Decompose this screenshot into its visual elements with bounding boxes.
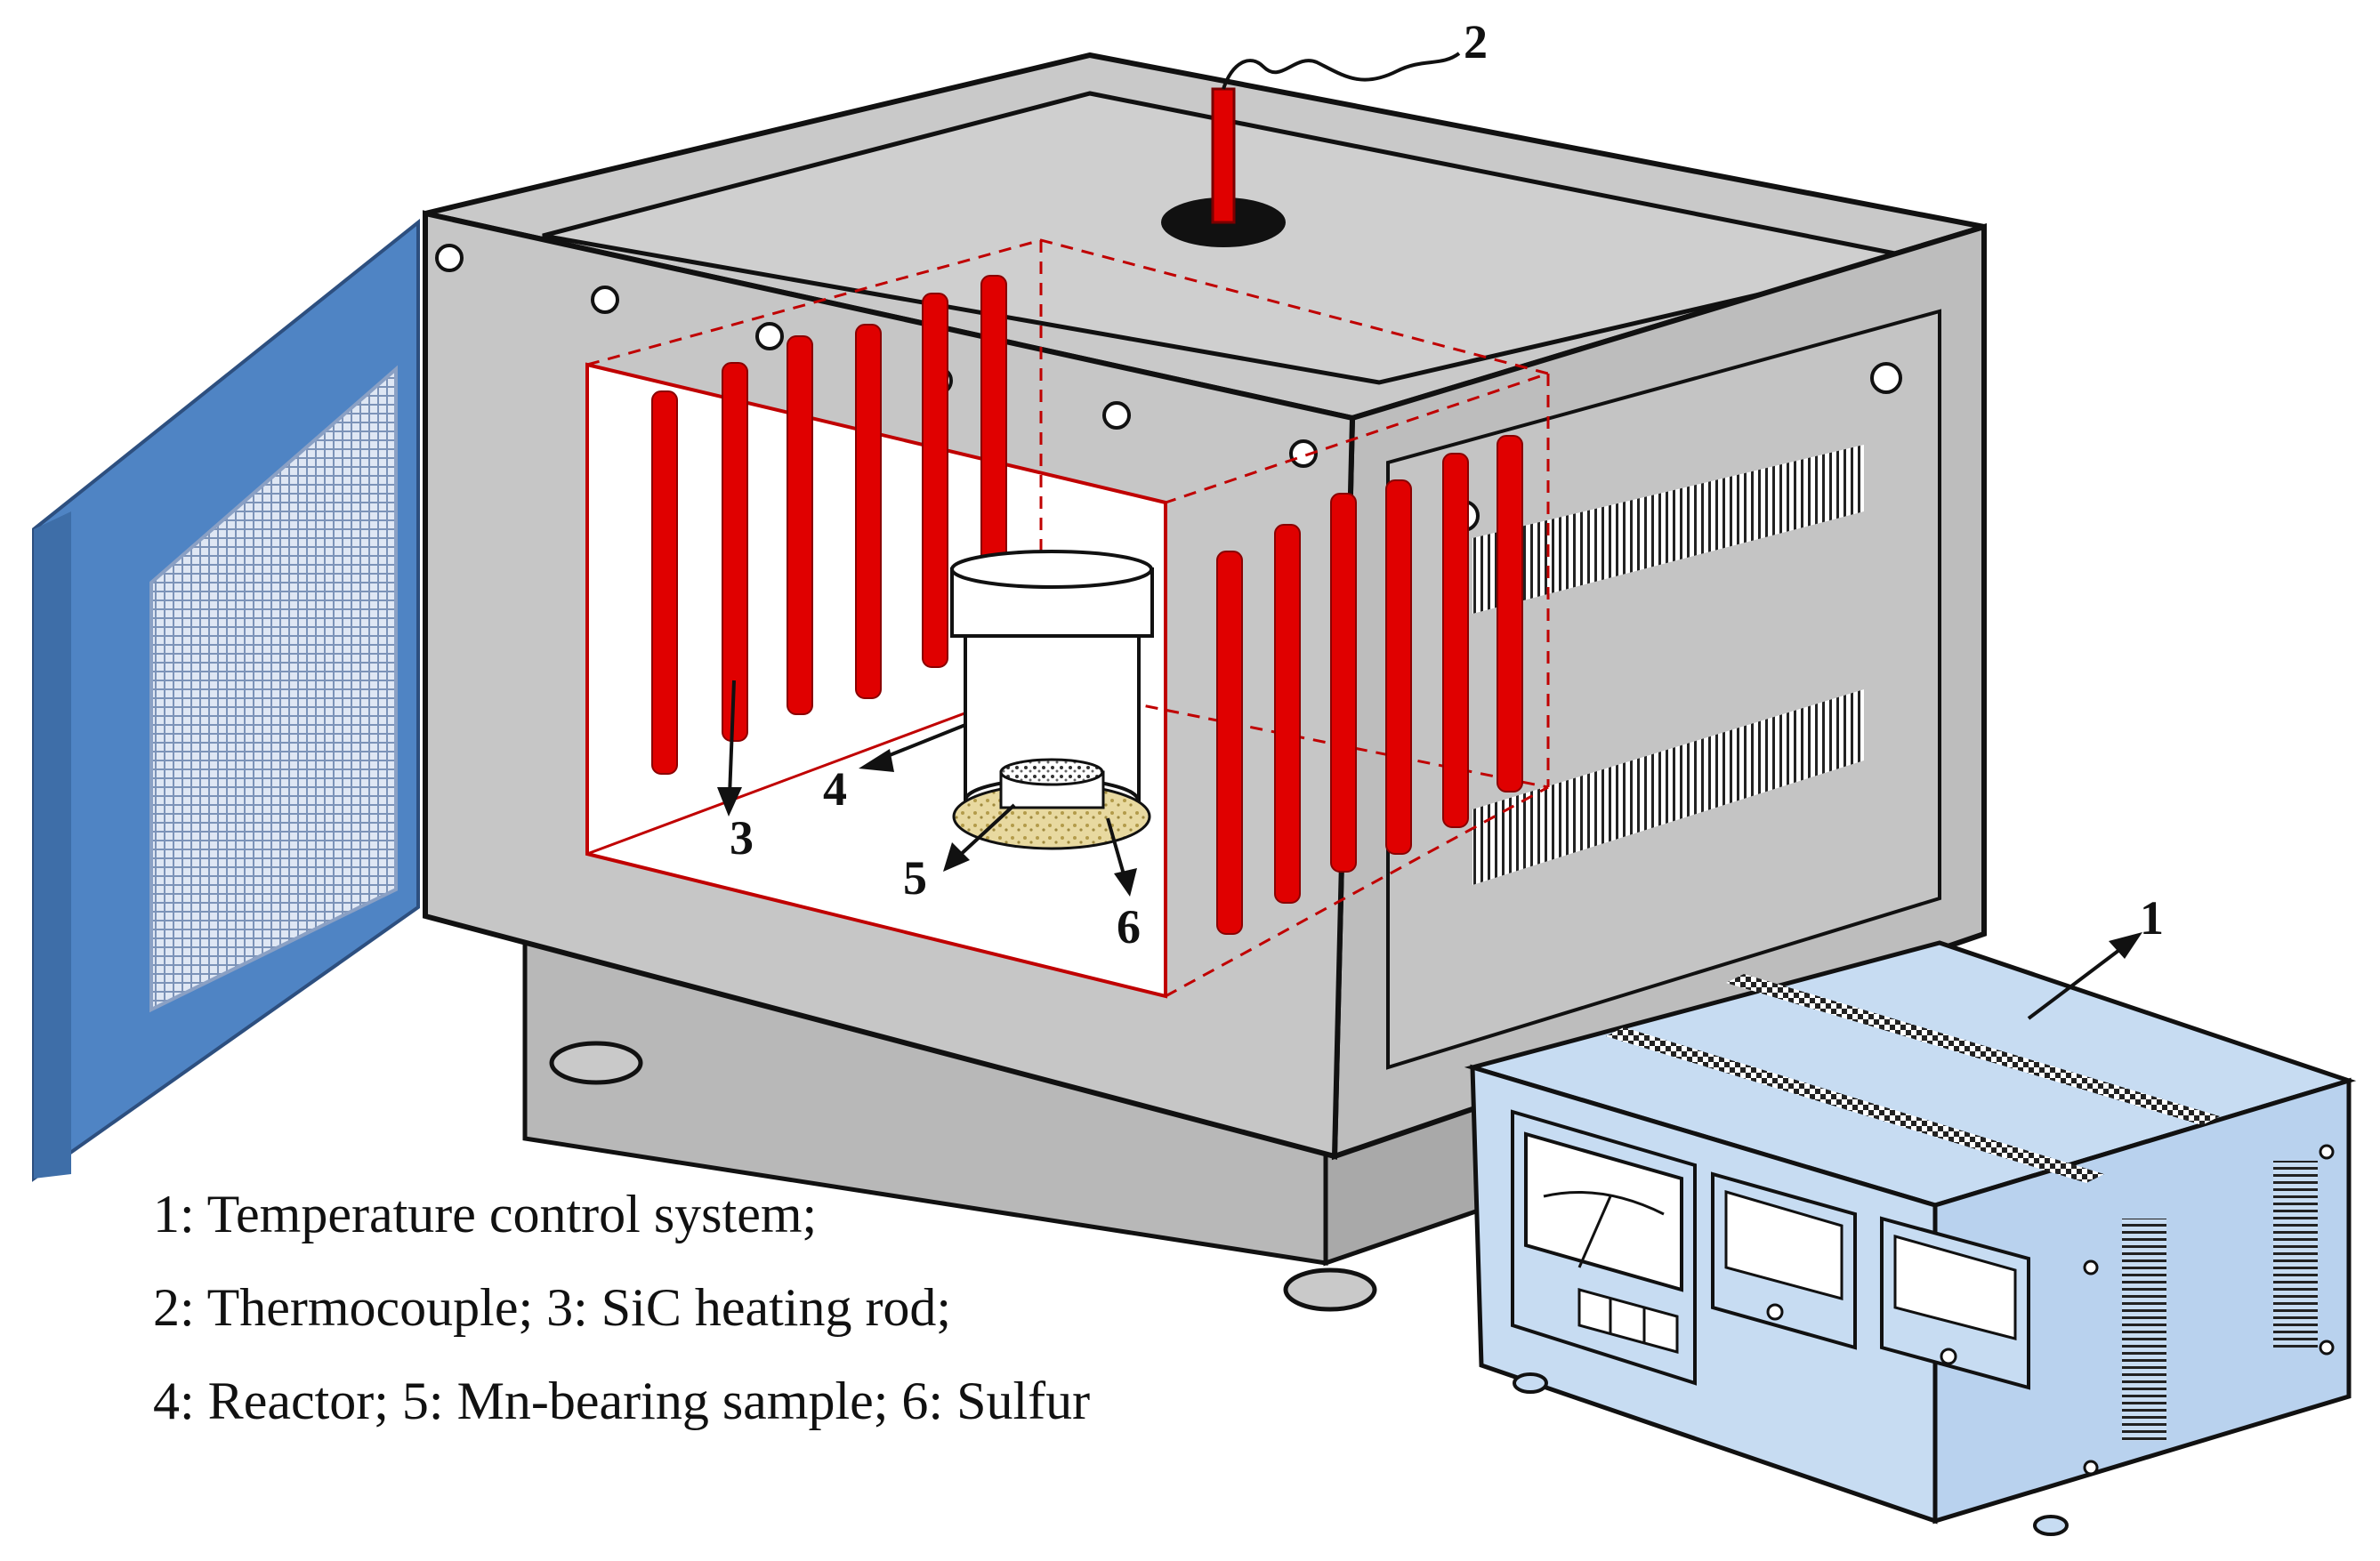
heating-rod xyxy=(922,293,948,668)
sic-heating-rods xyxy=(651,275,1523,935)
heating-rod xyxy=(1442,453,1469,828)
callout-5: 5 xyxy=(903,851,927,905)
callout-2: 2 xyxy=(1464,15,1488,68)
callout-6: 6 xyxy=(1117,900,1141,953)
heating-rod xyxy=(855,324,882,699)
side-vent-lower xyxy=(1472,689,1864,885)
callout-4: 4 xyxy=(823,762,847,816)
leader-arrows xyxy=(717,680,2142,1020)
heating-rod xyxy=(722,362,748,742)
thermocouple xyxy=(1161,52,1461,247)
heating-rod xyxy=(1497,435,1523,793)
legend-line-1: 1: Temperature control system; xyxy=(153,1185,818,1243)
temperature-controller xyxy=(1464,940,2357,1536)
heating-rod xyxy=(1330,493,1357,873)
heating-rod xyxy=(651,390,678,775)
legend-line-2: 2: Thermocouple; 3: SiC heating rod; xyxy=(153,1278,952,1337)
heating-rod xyxy=(1385,479,1412,855)
legend-line-3: 4: Reactor; 5: Mn-bearing sample; 6: Sul… xyxy=(153,1372,1091,1430)
callout-3: 3 xyxy=(730,811,754,865)
heating-rod xyxy=(1216,551,1243,935)
mn-sample xyxy=(999,758,1104,786)
heating-rod xyxy=(787,335,813,715)
callout-1: 1 xyxy=(2140,891,2164,945)
furnace-door xyxy=(32,218,420,1182)
heating-rod xyxy=(1274,524,1301,904)
side-vent-upper xyxy=(1472,445,1864,614)
reactor xyxy=(950,550,1154,850)
